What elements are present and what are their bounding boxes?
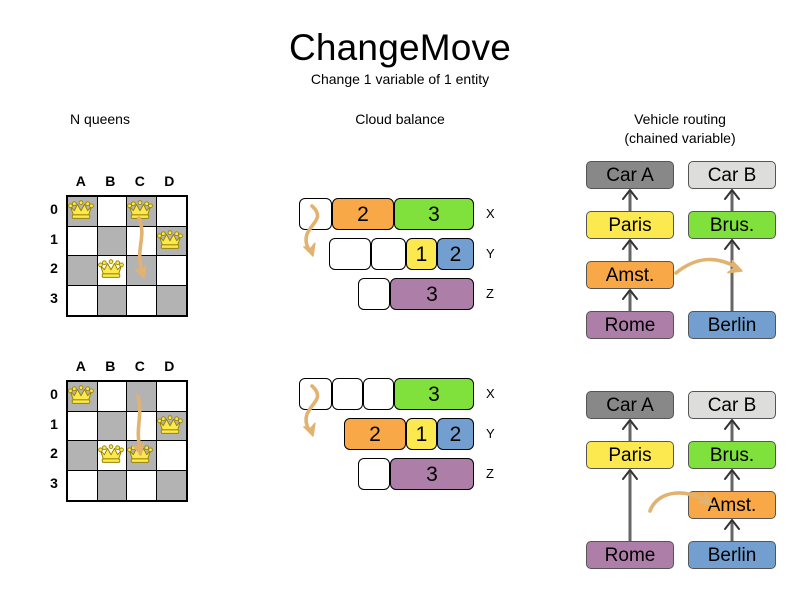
vrp-node-paris[interactable]: Paris — [586, 441, 674, 469]
vrp-node-rome[interactable]: Rome — [586, 311, 674, 339]
section-heading-vehicle-routing: Vehicle routing (chained variable) — [580, 110, 780, 148]
vrp-node-car-a[interactable]: Car A — [586, 161, 674, 189]
vrp-node-car-a[interactable]: Car A — [586, 391, 674, 419]
cloud-computer-label-x: X — [486, 386, 495, 401]
cloud-process-3[interactable]: 3 — [394, 378, 474, 410]
cloud-computer-row-x[interactable]: 3 — [299, 378, 474, 410]
vrp-node-amst[interactable]: Amst. — [688, 491, 776, 519]
board-rank-label-3: 3 — [50, 289, 58, 306]
page-title: ChangeMove — [288, 27, 512, 68]
cloud-free-capacity — [332, 378, 363, 410]
vrp-node-berlin[interactable]: Berlin — [688, 311, 776, 339]
board-cell-C3[interactable] — [127, 285, 157, 315]
vrp-node-car-b[interactable]: Car B — [688, 161, 776, 189]
cloud-computer-label-z: Z — [486, 466, 494, 481]
board-cell-B0[interactable] — [97, 382, 127, 412]
cloud-process-3[interactable]: 3 — [390, 458, 474, 490]
board-file-label-b: B — [105, 173, 116, 189]
vrp-node-rome[interactable]: Rome — [586, 541, 674, 569]
cloud-process-3[interactable]: 3 — [394, 198, 474, 230]
cloud-process-3[interactable]: 3 — [390, 278, 474, 310]
cloud-process-2[interactable]: 2 — [344, 418, 406, 450]
board-cell-B1[interactable] — [97, 226, 127, 256]
board-cell-B3[interactable] — [97, 285, 127, 315]
vrp-heading-line1: Vehicle routing — [634, 111, 726, 127]
vrp-node-brus[interactable]: Brus. — [688, 441, 776, 469]
board-cell-B1[interactable] — [97, 411, 127, 441]
board-cell-A2[interactable] — [68, 256, 98, 286]
cloud-process-2[interactable]: 2 — [332, 198, 394, 230]
cloud-free-capacity — [363, 378, 394, 410]
cloud-process-2[interactable]: 2 — [437, 418, 474, 450]
cloud-free-capacity — [358, 278, 390, 310]
cloud-process-2[interactable]: 2 — [437, 238, 474, 270]
vrp-node-brus[interactable]: Brus. — [688, 211, 776, 239]
board-cell-D3[interactable] — [156, 470, 186, 500]
board-rank-label-1: 1 — [50, 230, 58, 247]
board-cell-D3[interactable] — [156, 285, 186, 315]
board-cell-B0[interactable] — [97, 197, 127, 227]
section-heading-cloud-balance: Cloud balance — [355, 111, 445, 127]
board-cell-B3[interactable] — [97, 470, 127, 500]
board-cell-A3[interactable] — [68, 285, 98, 315]
board-file-label-b: B — [105, 358, 116, 374]
page-subtitle: Change 1 variable of 1 entity — [310, 71, 490, 87]
vrp-node-car-b[interactable]: Car B — [688, 391, 776, 419]
cloud-free-capacity — [299, 378, 332, 410]
board-cell-D2[interactable] — [156, 441, 186, 471]
cloud-computer-row-z[interactable]: 3 — [358, 458, 474, 490]
board-cell-A2[interactable] — [68, 441, 98, 471]
cloud-process-1[interactable]: 1 — [406, 238, 437, 270]
cloud-process-1[interactable]: 1 — [406, 418, 437, 450]
vrp-node-berlin[interactable]: Berlin — [688, 541, 776, 569]
board-grid[interactable] — [66, 195, 188, 317]
cloud-computer-label-y: Y — [486, 246, 495, 261]
board-file-label-a: A — [75, 358, 86, 374]
cloud-free-capacity — [299, 198, 332, 230]
cloud-computer-label-z: Z — [486, 286, 494, 301]
board-rank-label-0: 0 — [50, 386, 58, 402]
cloud-free-capacity — [329, 238, 371, 270]
cloud-computer-row-z[interactable]: 3 — [358, 278, 474, 310]
board-rank-label-3: 3 — [50, 474, 58, 491]
board-file-label-c: C — [134, 173, 145, 189]
cloud-free-capacity — [371, 238, 406, 270]
board-rank-label-2: 2 — [50, 445, 58, 461]
board-file-label-d: D — [164, 358, 175, 374]
cloud-computer-label-x: X — [486, 206, 495, 221]
board-cell-A1[interactable] — [68, 226, 98, 256]
vrp-heading-line2: (chained variable) — [624, 130, 736, 146]
board-file-label-a: A — [75, 173, 86, 189]
vrp-node-amst[interactable]: Amst. — [586, 261, 674, 289]
board-rank-label-1: 1 — [50, 415, 58, 432]
board-cell-D2[interactable] — [156, 256, 186, 286]
board-file-label-d: D — [164, 173, 175, 189]
board-cell-D0[interactable] — [156, 382, 186, 412]
vrp-node-paris[interactable]: Paris — [586, 211, 674, 239]
board-cell-A3[interactable] — [68, 470, 98, 500]
cloud-computer-label-y: Y — [486, 426, 495, 441]
board-rank-label-2: 2 — [50, 260, 58, 276]
board-file-label-c: C — [134, 358, 145, 374]
board-cell-D0[interactable] — [156, 197, 186, 227]
cloud-free-capacity — [358, 458, 390, 490]
board-rank-label-0: 0 — [50, 201, 58, 217]
board-cell-A1[interactable] — [68, 411, 98, 441]
section-heading-nqueens: N queens — [70, 111, 130, 127]
board-cell-C3[interactable] — [127, 470, 157, 500]
